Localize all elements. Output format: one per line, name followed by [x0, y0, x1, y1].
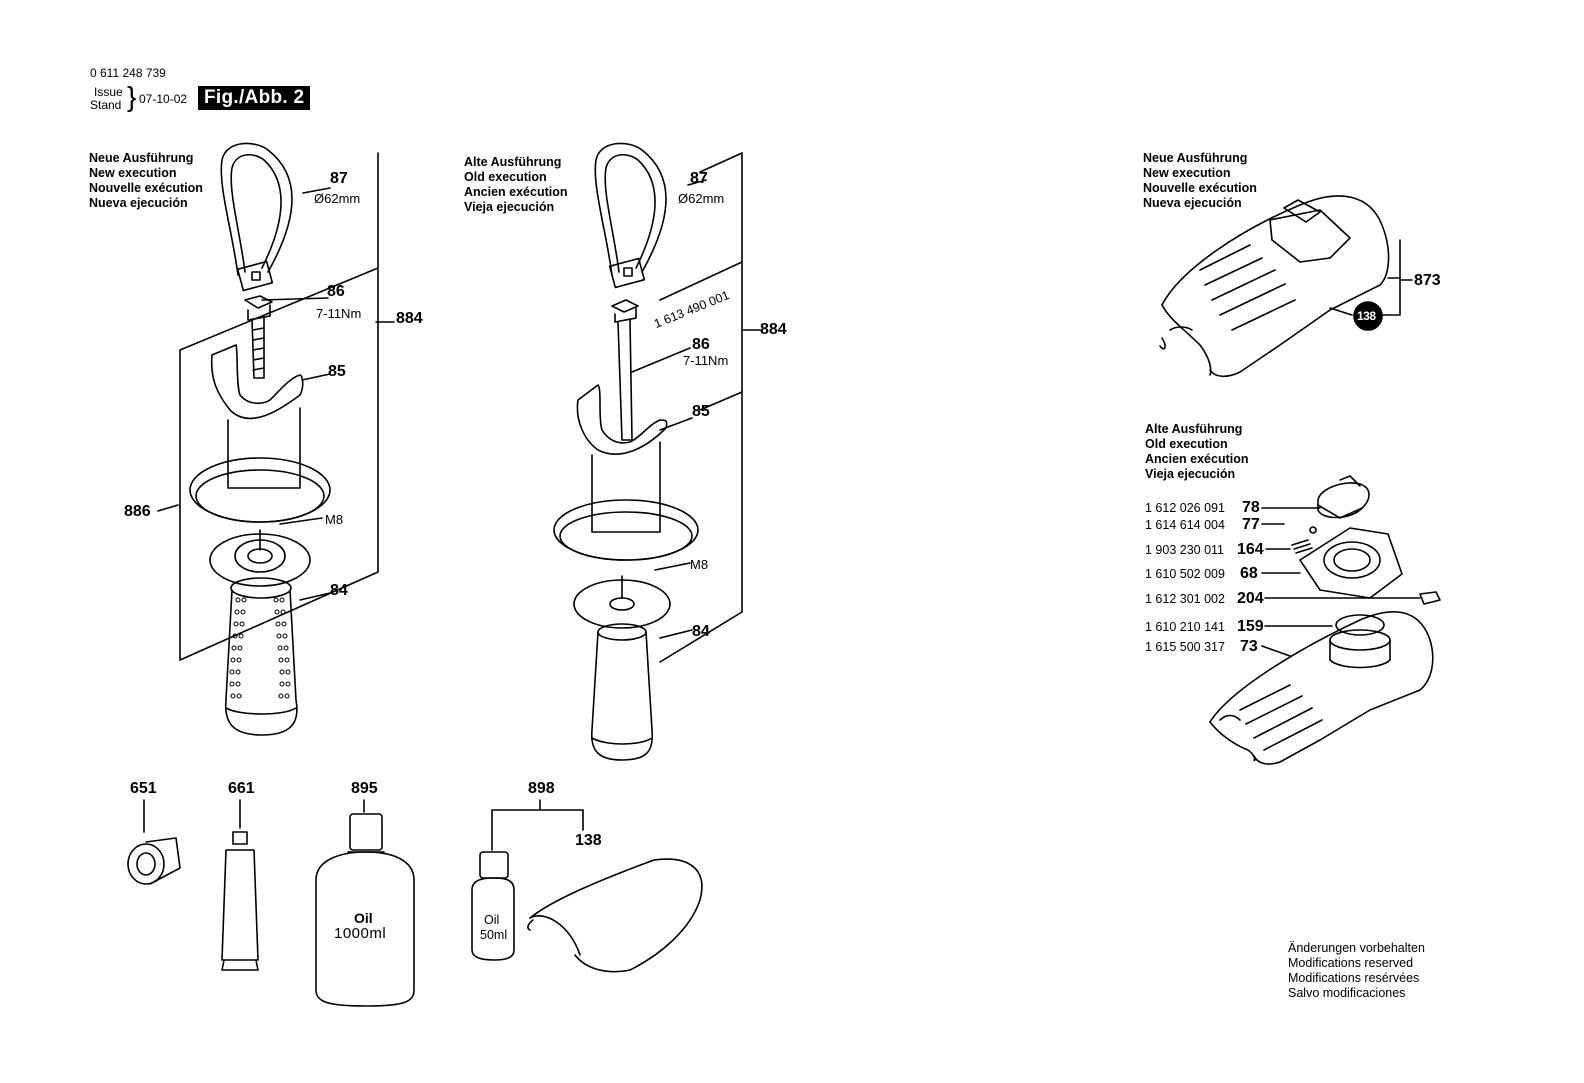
note-line: Salvo modificaciones — [1288, 986, 1406, 1000]
variant-line: Neue Ausführung — [89, 151, 194, 165]
accessory-898-bracket — [491, 799, 584, 851]
left-label-86: 86 — [327, 283, 345, 300]
left-spec-86: 7-11Nm — [316, 306, 362, 321]
part-row-159-number: 1 610 210 141 — [1145, 620, 1225, 634]
variant-line: Nueva ejecución — [1143, 196, 1242, 210]
middle-handle-assembly — [631, 152, 761, 663]
variant-line: Nouvelle exécution — [1143, 181, 1257, 195]
part-row-77-number: 1 614 614 004 — [1145, 518, 1225, 532]
middle-spec-87: Ø62mm — [678, 191, 725, 206]
part-row-68-pos: 68 — [1240, 565, 1258, 582]
part-row-73-number: 1 615 500 317 — [1145, 640, 1225, 654]
issue-label: Issue — [94, 85, 123, 99]
right-label-873: 873 — [1414, 272, 1441, 289]
variant-line: Ancien exécution — [464, 185, 568, 199]
accessory-138-cover — [527, 858, 703, 973]
middle-bolt-86 — [611, 299, 639, 441]
middle-strap-87 — [594, 142, 667, 289]
middle-label-85: 85 — [692, 403, 710, 420]
label-895: 895 — [351, 780, 378, 797]
left-label-84: 84 — [330, 582, 348, 599]
right-new-cover — [1159, 195, 1413, 378]
accessory-661-tube — [221, 799, 259, 971]
accessory-651-sleeve — [127, 799, 181, 885]
document-number: 0 611 248 739 — [90, 66, 166, 80]
badge-138-circle — [1353, 301, 1383, 331]
left-label-87: 87 — [330, 170, 348, 187]
note-line: Modifications resérvées — [1288, 971, 1420, 985]
part-row-77-pos: 77 — [1242, 516, 1260, 533]
left-label-m8: M8 — [325, 512, 344, 527]
left-bolt-86 — [244, 295, 273, 379]
label-138: 138 — [575, 832, 602, 849]
left-handle-assembly — [157, 152, 395, 661]
variant-line: Nueva ejecución — [89, 196, 188, 210]
left-strap-87 — [220, 142, 293, 292]
variant-line: Neue Ausführung — [1143, 151, 1248, 165]
part-row-159-pos: 159 — [1237, 618, 1264, 635]
label-898: 898 — [528, 780, 555, 797]
middle-handle-head-85 — [553, 384, 699, 561]
left-grip-84 — [224, 577, 298, 736]
left-handle-head-85 — [189, 344, 331, 523]
middle-old-execution-label: Alte Ausführung Old execution Ancien exé… — [464, 155, 568, 215]
left-new-execution-label: Neue Ausführung New execution Nouvelle e… — [89, 151, 203, 211]
accessory-895-bottle-1000ml — [315, 799, 415, 1007]
variant-line: New execution — [89, 166, 177, 180]
part-row-78-pos: 78 — [1242, 499, 1260, 516]
issue-date: 07-10-02 — [139, 92, 188, 106]
part-row-204-number: 1 612 301 002 — [1145, 592, 1225, 606]
figure-badge: Fig./Abb. 2 — [198, 86, 311, 110]
variant-line: Vieja ejecución — [1145, 467, 1236, 481]
note-line: Änderungen vorbehalten — [1288, 941, 1425, 955]
part-row-73-pos: 73 — [1240, 638, 1258, 655]
left-disc-m8 — [209, 529, 311, 587]
variant-line: Old execution — [1145, 437, 1228, 451]
right-old-exploded — [1209, 475, 1441, 765]
variant-line: Nouvelle exécution — [89, 181, 203, 195]
part-row-164-pos: 164 — [1237, 541, 1264, 558]
oil-small-label: Oil — [484, 913, 500, 927]
oil-big-volume: 1000ml — [334, 925, 387, 942]
middle-label-87: 87 — [690, 170, 708, 187]
left-label-886: 886 — [124, 503, 151, 520]
middle-label-86: 86 — [692, 336, 710, 353]
oil-big-label: Oil — [354, 910, 373, 926]
part-row-68-number: 1 610 502 009 — [1145, 567, 1225, 581]
variant-line: Ancien exécution — [1145, 452, 1249, 466]
right-old-execution-label: Alte Ausführung Old execution Ancien exé… — [1145, 422, 1249, 482]
note-line: Modifications reserved — [1288, 956, 1414, 970]
left-label-85: 85 — [328, 363, 346, 380]
modifications-note: Änderungen vorbehalten Modifications res… — [1288, 941, 1425, 1001]
oil-small-volume: 50ml — [480, 928, 508, 942]
badge-138-text: 138 — [1357, 309, 1376, 323]
left-grip-dots — [229, 597, 291, 699]
middle-label-884: 884 — [760, 321, 787, 338]
middle-disc-m8 — [573, 575, 671, 629]
label-661: 661 — [228, 780, 255, 797]
accessory-bottle-50ml — [471, 851, 515, 961]
left-spec-87: Ø62mm — [314, 191, 361, 206]
middle-spec-86: 7-11Nm — [683, 353, 729, 368]
issue-stand-label: Issue Stand — [90, 86, 123, 112]
brace-glyph: } — [127, 81, 137, 112]
variant-line: New execution — [1143, 166, 1231, 180]
variant-line: Alte Ausführung — [464, 155, 562, 169]
right-new-execution-label: Neue Ausführung New execution Nouvelle e… — [1143, 151, 1257, 211]
middle-label-84: 84 — [692, 623, 710, 640]
part-row-78-number: 1 612 026 091 — [1145, 501, 1225, 515]
label-651: 651 — [130, 780, 157, 797]
part-row-204-pos: 204 — [1237, 590, 1264, 607]
variant-line: Alte Ausführung — [1145, 422, 1243, 436]
left-label-884: 884 — [396, 310, 423, 327]
middle-label-m8: M8 — [690, 557, 709, 572]
part-row-164-number: 1 903 230 011 — [1145, 543, 1225, 557]
middle-grip-84 — [591, 623, 654, 761]
stand-label: Stand — [90, 98, 122, 112]
variant-line: Vieja ejecución — [464, 200, 555, 214]
variant-line: Old execution — [464, 170, 547, 184]
